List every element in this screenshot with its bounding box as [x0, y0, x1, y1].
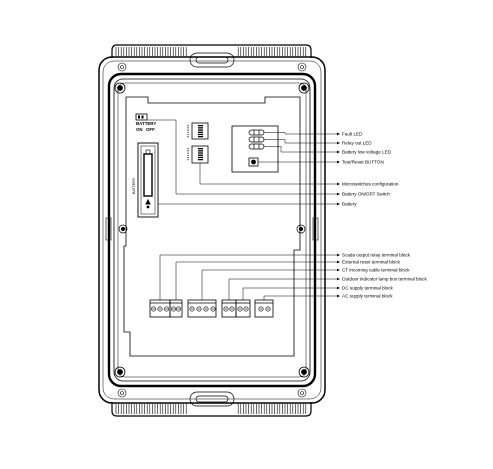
- terminal-screw: [151, 306, 157, 312]
- dip-switch-marker: [187, 136, 189, 138]
- dip-switch-lever: [198, 129, 203, 131]
- battery-cell: [143, 153, 153, 197]
- dip-switch-marker: [187, 148, 189, 150]
- terminal-screw: [223, 306, 229, 312]
- dip-switch-marker: [187, 156, 189, 159]
- terminal-screw: [210, 306, 216, 312]
- microswitches: [187, 122, 209, 164]
- fixing-holes: [117, 62, 307, 398]
- callout-outdoor-indicator-lamp-box-terminal-block: Outdoor indicator lamp box terminal bloc…: [342, 277, 427, 282]
- terminal-screw: [258, 306, 264, 312]
- callout-arrows: [337, 132, 340, 298]
- terminal-screw: [237, 306, 243, 312]
- terminal-screw: [189, 306, 195, 312]
- dip-switch-marker: [187, 131, 189, 133]
- battery-low-voltage-led-icon: [248, 143, 265, 150]
- dip-switch-lever: [198, 152, 203, 154]
- battery-switch-off-label: OFF: [146, 127, 155, 132]
- dip-switch-lever: [198, 159, 203, 161]
- dip-switch-marker: [187, 154, 189, 156]
- dip-switch-marker: [187, 129, 189, 131]
- relay-out-led-icon: [248, 136, 265, 143]
- dip-switch-marker: [187, 133, 189, 136]
- terminal-screw: [243, 306, 249, 312]
- callout-battery-on-off-switch: Battery ON/OFF Switch: [342, 192, 390, 197]
- dip-switch-lever: [198, 136, 203, 138]
- terminal-screw: [157, 306, 163, 312]
- battery-pack-label: BATTERY: [132, 177, 136, 194]
- dip-switch-marker: [187, 127, 189, 129]
- battery-switch-on-label: ON: [136, 127, 143, 132]
- dip-switch-lever: [198, 156, 203, 159]
- terminal-block-scada: [149, 299, 171, 318]
- terminal-screw: [164, 306, 170, 312]
- callout-dc-supply-terminal-block: DC supply terminal block: [342, 286, 394, 291]
- callout-fault-led: Fault LED: [342, 132, 363, 137]
- battery-switch-toggle: [138, 115, 140, 119]
- dip-switch-lever: [198, 148, 203, 150]
- terminal-screw: [203, 306, 209, 312]
- terminal-block-ct: [187, 299, 217, 318]
- fault-led-icon: [248, 129, 265, 136]
- terminal-block-external-reset: [169, 299, 183, 318]
- battery-polarity-mark: [145, 198, 151, 205]
- terminal-screw: [171, 306, 177, 312]
- enclosure-ribs: [115, 47, 307, 414]
- enclosure-body: [98, 44, 326, 417]
- mounting-ear-top: [189, 52, 235, 68]
- callout-ac-supply-terminal-block: AC supply terminal block: [342, 294, 393, 299]
- dip-switch-marker: [187, 125, 189, 127]
- terminal-screw: [176, 306, 182, 312]
- callout-battery-low-voltage-led: Battery low voltage LED: [342, 150, 392, 155]
- leader-lines: [147, 119, 337, 300]
- callout-microswitches-configuration: Microswitches configuration: [342, 182, 399, 187]
- dip-switch-bank-1: [191, 122, 209, 140]
- dip-switch-lever: [198, 150, 203, 152]
- callout-ct-incoming-cable-terminal-block: CT incoming cable terminal block: [342, 268, 410, 273]
- battery-switch-toggle: [141, 115, 144, 119]
- lid-screws: [114, 82, 310, 378]
- terminal-blocks: [149, 299, 274, 318]
- battery-switch: BATTERY ON OFF: [135, 113, 156, 132]
- callout-external-reset-terminal-block: External reset terminal block: [342, 260, 401, 265]
- battery-switch-body: [135, 113, 148, 121]
- dip-switch-marker: [187, 152, 189, 154]
- test-reset-button-icon: [248, 157, 259, 167]
- dip-switch-marker: [187, 150, 189, 152]
- dip-switch-lever: [198, 154, 203, 156]
- callout-labels: Fault LED Relay out LED Battery low volt…: [342, 132, 427, 299]
- callout-test-reset-button: Test/Reset BUTTON: [342, 160, 384, 165]
- callout-relay-out-led: Relay out LED: [342, 141, 372, 146]
- battery-switch-title: BATTERY: [136, 121, 156, 126]
- dip-switch-lever: [198, 127, 203, 129]
- mounting-ear-bottom: [189, 391, 235, 407]
- battery-holder: [137, 142, 159, 218]
- terminal-screw: [229, 306, 235, 312]
- dip-switch-marker: [187, 159, 189, 161]
- dip-switch-lever: [198, 125, 203, 127]
- dip-switch-lever: [198, 133, 203, 136]
- callout-battery: Battery: [342, 202, 357, 207]
- terminal-screw: [265, 306, 271, 312]
- callout-scada-output-relay-terminal-block: Scada output relay terminal block: [342, 253, 411, 258]
- terminal-screw: [196, 306, 202, 312]
- battery-terminal: [145, 149, 151, 155]
- pcb-board: [123, 96, 301, 357]
- dip-switch-lever: [198, 131, 203, 133]
- led-panel: [231, 125, 279, 173]
